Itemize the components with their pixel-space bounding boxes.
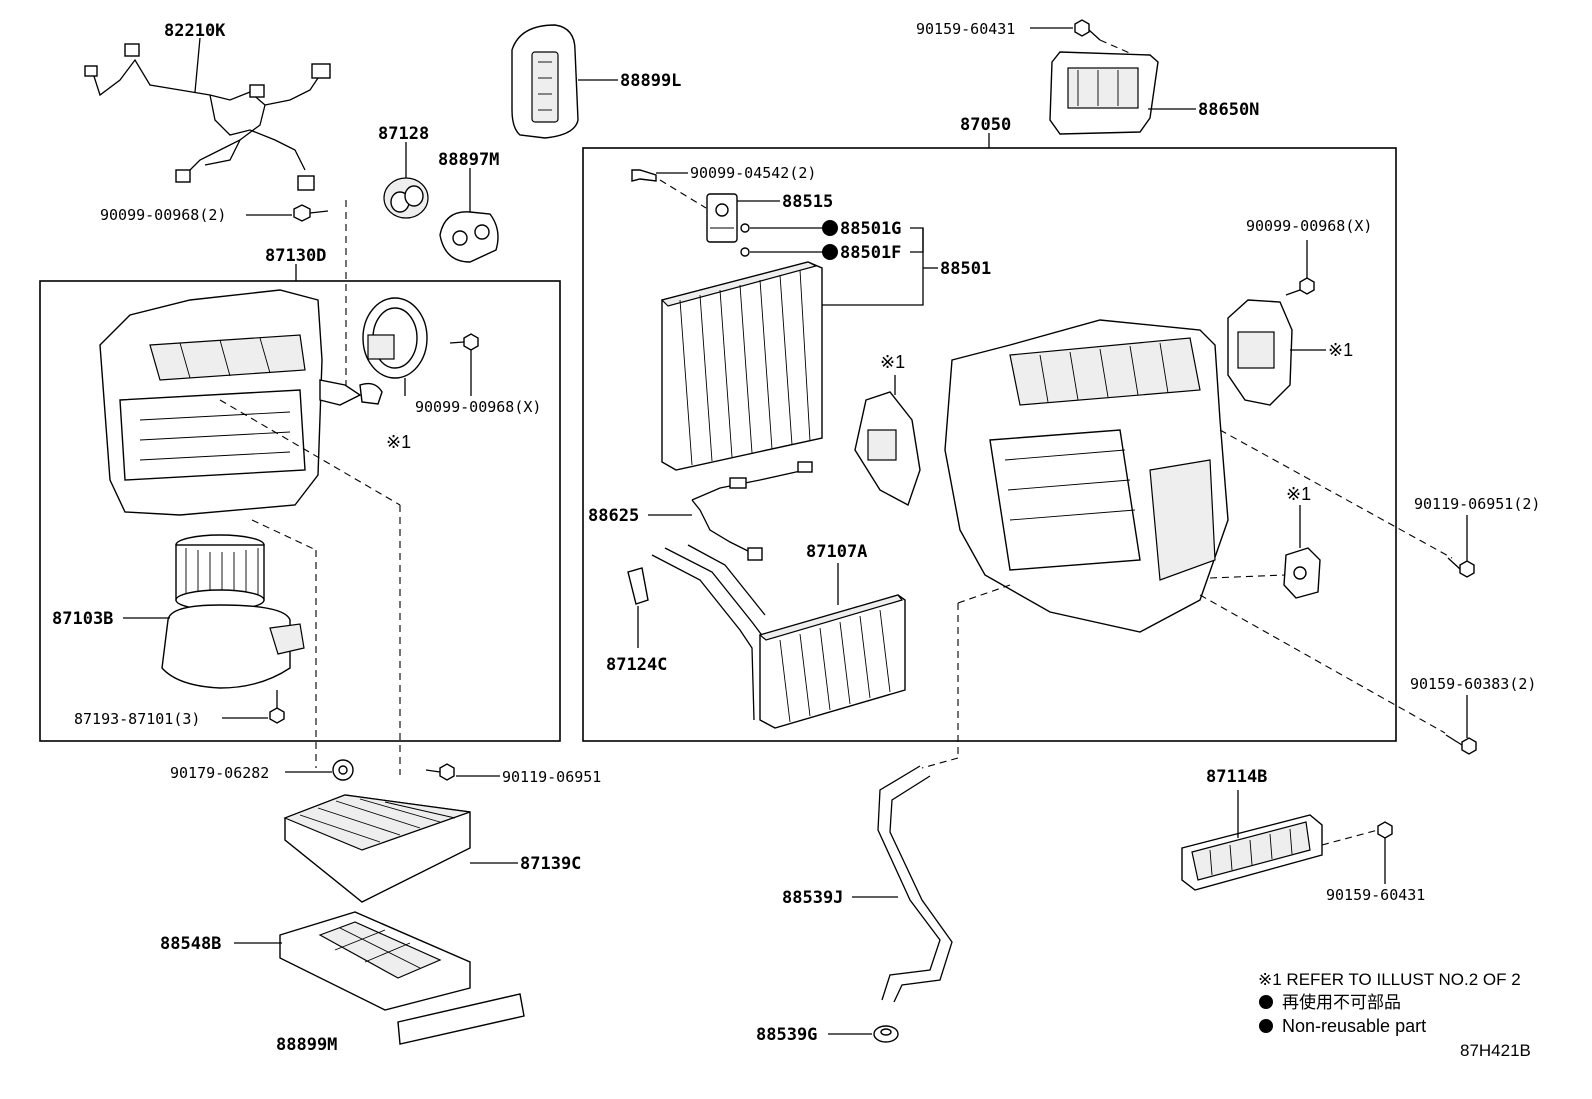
label-88625: 88625: [588, 506, 639, 526]
illustration-code: 87H421B: [1460, 1041, 1531, 1060]
label-87128: 87128: [378, 124, 429, 144]
grommet-illustration: [383, 177, 429, 219]
label-88501: 88501: [940, 259, 991, 279]
grommet-icon: [873, 1025, 899, 1043]
label-87114B: 87114B: [1206, 767, 1267, 787]
damper-servo-illustration: [1227, 299, 1293, 406]
damper-servo-illustration: [854, 391, 921, 507]
bolt-icon: [1447, 557, 1475, 578]
label-90159-60383-2: 90159-60383(2): [1410, 675, 1536, 693]
non-reusable-dot-icon: [1259, 995, 1273, 1009]
bolt-icon: [1285, 277, 1315, 296]
evaporator-illustration: [660, 261, 823, 471]
label-88539J: 88539J: [782, 888, 843, 908]
bolt-icon: [1445, 734, 1477, 755]
legend-non-reusable: Non-reusable part: [1282, 1016, 1426, 1036]
blower-cover-illustration: [359, 297, 428, 405]
o-ring-icon: [740, 223, 750, 233]
clip-icon: [332, 759, 354, 781]
label-87124C: 87124C: [606, 655, 667, 675]
label-90099-00968-x-right: 90099-00968(X): [1246, 217, 1372, 235]
label-88515: 88515: [782, 192, 833, 212]
bolt-icon: [425, 763, 455, 781]
label-88897M: 88897M: [438, 150, 499, 170]
filter-strip-illustration: [397, 993, 525, 1045]
bolt-icon: [1377, 821, 1393, 839]
sensor-wire-illustration: [691, 461, 813, 561]
label-88899M: 88899M: [276, 1035, 337, 1055]
screw-icon: [269, 690, 285, 724]
label-90159-60431-bot: 90159-60431: [1326, 886, 1425, 904]
group-box-87130D: [39, 280, 561, 742]
wire-harness-illustration: [84, 43, 331, 191]
packing-illustration: [439, 211, 499, 263]
label-88539G: 88539G: [756, 1025, 817, 1045]
o-ring-icon: [740, 247, 750, 257]
label-90119-06951: 90119-06951: [502, 768, 601, 786]
label-88548B: 88548B: [160, 934, 221, 954]
label-ref1-right-bot: ※1: [1286, 484, 1311, 504]
damper-servo-illustration: [1283, 547, 1321, 599]
screw-icon: [631, 169, 657, 182]
label-ref1-mid: ※1: [880, 352, 905, 372]
label-ref1-left: ※1: [386, 432, 411, 452]
duct-cover-illustration: [511, 24, 579, 139]
non-reusable-dot-icon: [1259, 1019, 1273, 1033]
non-reusable-dot-icon: [822, 244, 838, 260]
label-ref1-right-top: ※1: [1328, 340, 1353, 360]
legend-refer-note: ※1 REFER TO ILLUST NO.2 OF 2: [1258, 970, 1521, 989]
clamp-illustration: [627, 567, 649, 605]
bolt-icon: [1074, 19, 1101, 41]
legend-japanese-note: 再使用不可部品: [1282, 992, 1401, 1013]
label-87139C: 87139C: [520, 854, 581, 874]
non-reusable-dot-icon: [822, 220, 838, 236]
bolt-icon: [293, 204, 329, 222]
blower-housing-illustration: [99, 289, 362, 516]
label-90099-04542-2: 90099-04542(2): [690, 164, 816, 182]
filter-tray-illustration: [279, 911, 471, 1011]
label-87050: 87050: [960, 115, 1011, 135]
label-90179-06282: 90179-06282: [170, 764, 269, 782]
label-88501F: 88501F: [840, 243, 901, 263]
label-88899L: 88899L: [620, 71, 681, 91]
label-87107A: 87107A: [806, 542, 867, 562]
bolt-icon: [449, 333, 479, 351]
air-filter-illustration: [283, 794, 471, 903]
hvac-unit-illustration: [944, 319, 1229, 633]
blower-motor-illustration: [161, 534, 305, 689]
ptc-heater-illustration: [1181, 814, 1323, 891]
label-90099-00968-x-left: 90099-00968(X): [415, 398, 541, 416]
expansion-valve-illustration: [706, 193, 738, 243]
label-82210K: 82210K: [164, 21, 226, 41]
label-87103B: 87103B: [52, 609, 113, 629]
label-90159-60431-top: 90159-60431: [916, 20, 1015, 38]
label-88501G: 88501G: [840, 219, 901, 239]
label-87193-87101-3: 87193-87101(3): [74, 710, 200, 728]
controller-module-illustration: [1049, 51, 1159, 135]
drain-hose-illustration: [877, 765, 953, 1003]
heater-core-illustration: [651, 544, 906, 729]
label-90099-00968-2: 90099-00968(2): [100, 206, 226, 224]
label-87130D: 87130D: [265, 246, 326, 266]
label-88650N: 88650N: [1198, 100, 1259, 120]
label-90119-06951-2: 90119-06951(2): [1414, 495, 1540, 513]
